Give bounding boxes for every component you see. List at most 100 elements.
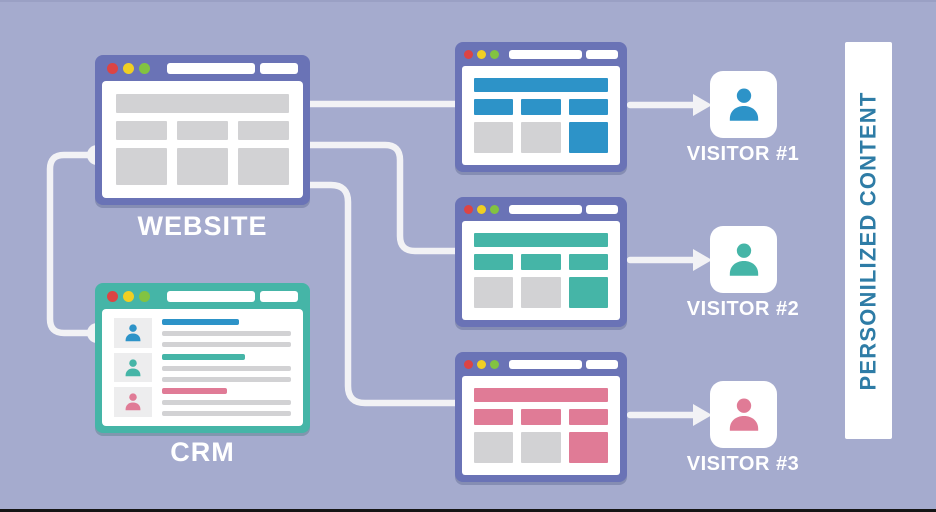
red-dot-icon [107,290,118,302]
arrow-right-icon [626,404,712,426]
record-line [162,376,291,382]
visitor-card-2 [710,226,777,293]
record-line [162,330,291,336]
person-icon [729,398,758,431]
record-line [162,341,291,347]
arrow-right-icon [626,94,712,116]
content-block [474,233,608,247]
yellow-dot-icon [123,62,134,74]
address-bar [509,204,582,214]
banner-label: PERSONILIZED CONTENT [855,90,881,391]
person-icon [125,358,141,376]
personalized-browser-2 [455,197,627,327]
personalized-browser-3 [455,352,627,482]
avatar [114,352,152,383]
visitor-card-3 [710,381,777,448]
green-dot-icon [490,49,499,59]
content-block [474,277,514,308]
address-bar [509,359,582,369]
website-titlebar [95,55,310,81]
content-block [238,148,289,185]
content-block [568,409,608,425]
person-icon [729,88,758,121]
crm-contact-row [114,352,291,383]
crm-titlebar [95,283,310,309]
crm-contact-row [114,318,291,348]
arrow-right-icon [626,249,712,271]
content-block [474,254,514,270]
content-block [521,277,561,308]
content-block [521,122,561,153]
record-line [162,411,291,417]
address-bar [167,290,255,302]
browser-page [462,376,620,475]
green-dot-icon [139,62,150,74]
content-block [177,148,228,185]
yellow-dot-icon [477,204,486,214]
person-icon [729,243,758,276]
website-page [102,81,303,198]
top-edge [0,0,936,2]
content-block [177,121,228,140]
visitor-label-1: VISITOR #1 [686,143,800,165]
toolbar-box [260,290,298,302]
toolbar-box [586,359,618,369]
browser-page [462,221,620,320]
visitor-label-2: VISITOR #2 [686,298,800,320]
website-label: WEBSITE [137,211,268,241]
record-line [162,388,227,395]
browser-titlebar [455,352,627,376]
green-dot-icon [490,204,499,214]
record-line [162,353,245,360]
browser-titlebar [455,42,627,66]
green-dot-icon [139,290,150,302]
content-block [116,94,289,113]
yellow-dot-icon [477,359,486,369]
content-block [521,409,561,425]
toolbar-box [586,49,618,59]
red-dot-icon [464,204,473,214]
content-block [521,99,561,115]
visitor-card-1 [710,71,777,138]
person-icon [125,324,141,342]
website-window [95,55,310,205]
red-dot-icon [107,62,118,74]
browser-page [462,66,620,165]
content-block [521,432,561,463]
crm-label: CRM [170,437,235,467]
address-bar [509,49,582,59]
crm-contact-row [114,387,291,418]
content-block [474,99,514,115]
toolbar-box [260,62,298,74]
content-block [474,388,608,402]
person-icon [125,393,141,411]
content-block [238,121,289,140]
content-block [474,409,514,425]
red-dot-icon [464,359,473,369]
record-line [162,400,291,406]
yellow-dot-icon [477,49,486,59]
avatar [114,387,152,418]
content-block [568,99,608,115]
website-browser3-connector [302,181,461,407]
website-crm-connector [46,151,100,337]
website-browser2-connector [302,141,461,255]
crm-page [102,309,303,426]
bottom-edge [0,509,936,512]
avatar [114,318,152,348]
green-dot-icon [490,359,499,369]
content-block [474,122,514,153]
content-block [568,277,608,308]
crm-window [95,283,310,433]
content-block [116,121,167,140]
content-block [474,432,514,463]
record-line [162,365,291,371]
content-block [474,78,608,92]
content-block [568,432,608,463]
browser-titlebar [455,197,627,221]
content-block [568,122,608,153]
red-dot-icon [464,49,473,59]
record-line [162,318,240,325]
